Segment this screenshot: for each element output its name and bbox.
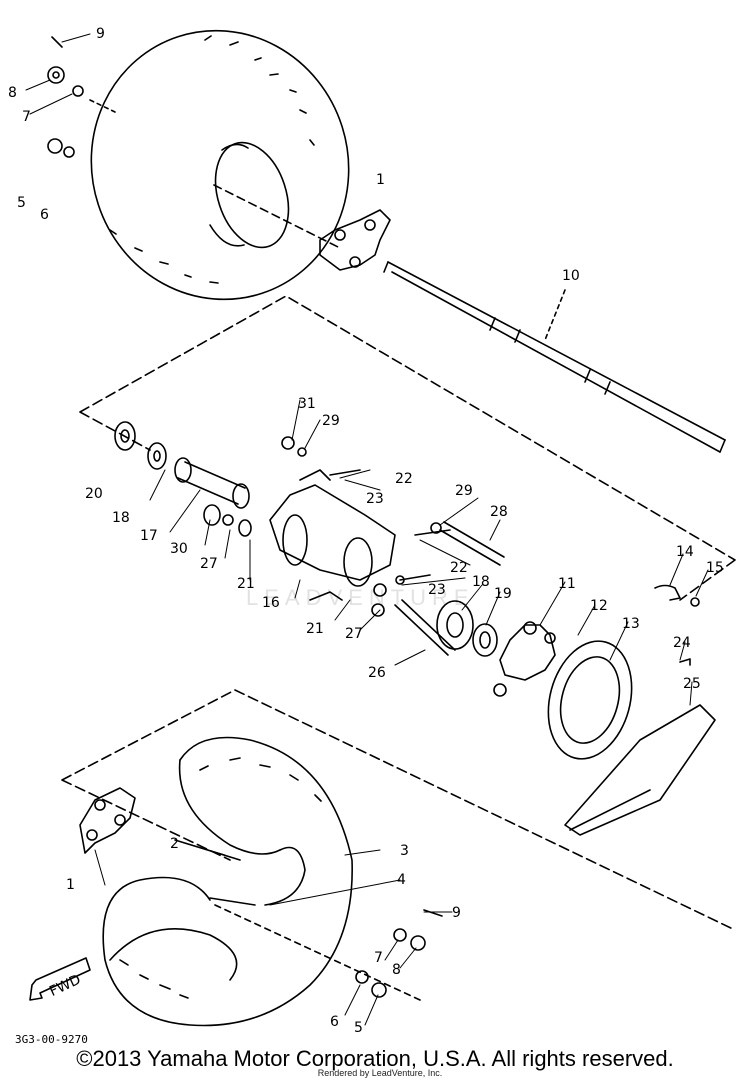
callout-label: 22: [395, 471, 413, 487]
callout-label: 22: [450, 560, 468, 576]
callout-label: 7: [374, 950, 383, 966]
callout-label: 13: [622, 616, 640, 632]
callout-label: 19: [494, 586, 512, 602]
callout-label: 27: [345, 626, 363, 642]
hardware-top-left: [47, 36, 116, 158]
callout-label: 6: [330, 1014, 339, 1030]
callout-label: 28: [490, 504, 508, 520]
callout-label: 18: [112, 510, 130, 526]
wheel-hub-bottom: [79, 787, 136, 854]
callout-label: 18: [472, 574, 490, 590]
rear-axle: [383, 261, 726, 453]
callout-label: 16: [262, 595, 280, 611]
callout-label: 7: [22, 109, 31, 125]
callout-label: 27: [200, 556, 218, 572]
rear-tire-right: [102, 736, 421, 1027]
callout-label: 5: [17, 195, 26, 211]
callout-label: 20: [85, 486, 103, 502]
callout-label: 17: [140, 528, 158, 544]
hardware-bottom-right: [355, 909, 443, 998]
callout-label: 23: [366, 491, 384, 507]
callout-label: 9: [452, 905, 461, 921]
rear-tire-left: [90, 29, 350, 301]
callout-label: 1: [66, 877, 75, 893]
callout-label: 8: [8, 85, 17, 101]
callout-label: 29: [455, 483, 473, 499]
callout-label: 3: [400, 843, 409, 859]
callout-label: 4: [397, 872, 406, 888]
callout-label: 23: [428, 582, 446, 598]
callout-label: 26: [368, 665, 386, 681]
callout-label: 1: [376, 172, 385, 188]
fwd-label: FWD: [47, 972, 83, 1000]
callout-label: 12: [590, 598, 608, 614]
callout-label: 5: [354, 1020, 363, 1036]
assembly-frame-bottom: [61, 689, 736, 931]
callout-label: 24: [673, 635, 691, 651]
callout-label: 21: [237, 576, 255, 592]
forward-arrow-icon: [29, 957, 91, 1001]
callout-label: 10: [562, 268, 580, 284]
callout-label: 15: [706, 560, 724, 576]
part-code: 3G3-00-9270: [15, 1033, 88, 1046]
callout-label: 31: [298, 396, 316, 412]
callout-label: 2: [170, 836, 179, 852]
copyright-notice: ©2013 Yamaha Motor Corporation, U.S.A. A…: [76, 1046, 674, 1071]
callout-labels: 9 8 7 5 6 1 10 31 29 22 23 20 18 17 30 2…: [8, 26, 724, 1046]
callout-label: 29: [322, 413, 340, 429]
rendered-by-text: Rendered by LeadVenture, Inc.: [317, 1068, 443, 1078]
callout-label: 9: [96, 26, 105, 42]
callout-label: 11: [558, 576, 576, 592]
callout-label: 21: [306, 621, 324, 637]
leader-lines: [25, 33, 709, 1026]
callout-label: 8: [392, 962, 401, 978]
callout-label: 6: [40, 207, 49, 223]
callout-label: 30: [170, 541, 188, 557]
callout-label: 25: [683, 676, 701, 692]
callout-label: 14: [676, 544, 694, 560]
sprocket-and-chain: [547, 584, 716, 836]
wheel-hub-top: [213, 184, 391, 271]
watermark-text: LEADVENTURE: [246, 585, 475, 610]
axle-housing-assembly: [114, 421, 556, 697]
